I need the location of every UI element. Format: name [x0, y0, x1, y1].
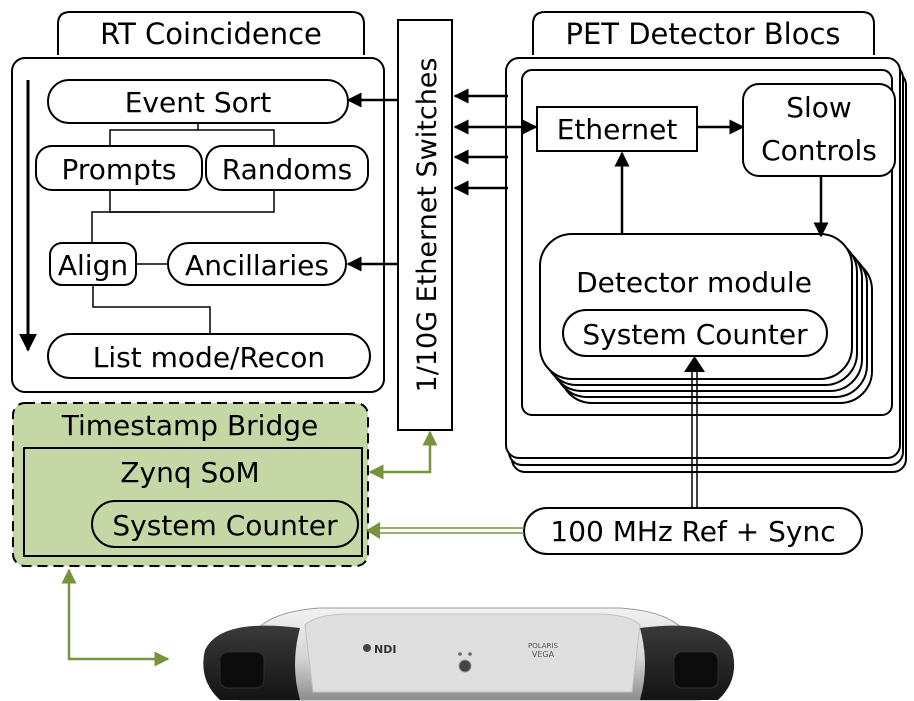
ref-sync-label: 100 MHz Ref + Sync [550, 515, 835, 548]
align-label: Align [58, 249, 128, 282]
logo-icon [363, 644, 371, 652]
zynq-label: Zynq SoM [120, 456, 259, 489]
ancillaries-box [167, 242, 347, 286]
ethernet-label: Ethernet [557, 113, 678, 146]
lens-icon [458, 659, 472, 673]
prompts-label: Prompts [61, 153, 176, 186]
ref-to-bridge-arrowhead [366, 522, 380, 539]
status-led-icon [458, 652, 462, 656]
detector-module-stack: Detector module System Counter [539, 233, 873, 404]
left-camera-window [219, 651, 265, 689]
ref-sync-box [523, 507, 863, 555]
sort-branch-line [109, 129, 275, 145]
rt-tab-label: RT Coincidence [100, 17, 322, 51]
slow-controls-line1: Slow [786, 91, 852, 124]
device-model-line2: VEGA [532, 650, 555, 659]
merge-line [109, 190, 275, 213]
ethernet-switch-column: 1/10G Ethernet Switches [397, 19, 453, 431]
to-align-line [91, 211, 160, 242]
switch-label: 1/10G Ethernet Switches [412, 58, 443, 393]
slow-controls-box [742, 83, 896, 177]
switch-box [397, 19, 453, 431]
ancillaries-label: Ancillaries [185, 249, 329, 282]
device-center-panel [304, 613, 641, 693]
bridge-system-counter-label: System Counter [112, 509, 338, 542]
ethernet-box [536, 106, 698, 152]
detector-system-counter-label: System Counter [582, 318, 808, 351]
slow-controls-line2: Controls [761, 134, 877, 167]
event-sort-label: Event Sort [125, 86, 272, 119]
bridge-system-counter-box [91, 500, 359, 548]
device-model-line1: POLARIS [528, 642, 559, 650]
status-led-icon [468, 652, 472, 656]
ref-to-detector-arrowhead [684, 356, 705, 372]
polaris-tracker-device: NDI POLARIS VEGA [203, 607, 735, 701]
timestamp-bridge: Timestamp Bridge Zynq SoM System Counter [12, 402, 369, 567]
detector-module-label: Detector module [576, 266, 812, 299]
randoms-box [205, 145, 369, 191]
detector-module-box [539, 233, 853, 380]
to-listmode-line [92, 285, 211, 333]
rt-panel-box [11, 57, 385, 393]
right-camera-window [673, 651, 719, 689]
detector-system-counter-box [562, 309, 828, 357]
pet-tab [532, 11, 875, 55]
bridge-switch-link [368, 430, 438, 480]
prompts-box [35, 145, 203, 191]
device-brand: NDI [374, 643, 396, 656]
rt-coincidence-panel: RT Coincidence Event Sort Prompts Random… [11, 11, 385, 393]
rt-tab [57, 11, 365, 55]
bridge-tracker-link [61, 568, 170, 667]
list-mode-box [47, 333, 371, 379]
bridge-title: Timestamp Bridge [61, 409, 318, 442]
list-mode-label: List mode/Recon [93, 341, 325, 374]
randoms-label: Randoms [222, 153, 353, 186]
pet-tab-label: PET Detector Blocs [565, 17, 840, 51]
